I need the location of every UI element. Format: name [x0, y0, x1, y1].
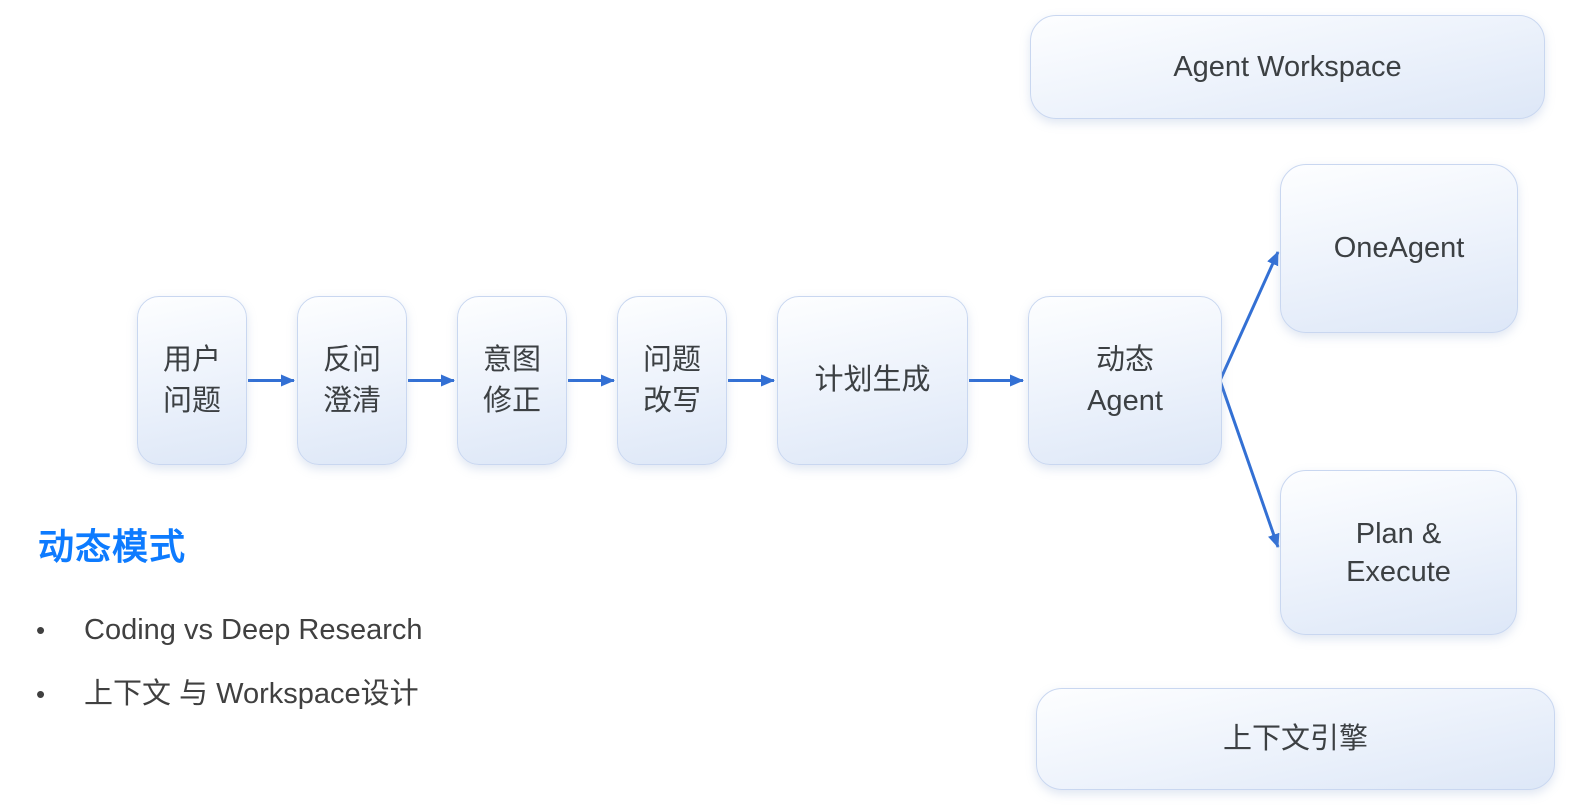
flow-node-intent-correction: 意图 修正 [457, 296, 567, 465]
bullet-item-context-workspace-design: • 上下文 与 Workspace设计 [36, 674, 419, 714]
flow-node-dynamic-agent: 动态 Agent [1028, 296, 1222, 465]
flow-node-question-rewrite: 问题 改写 [617, 296, 727, 465]
flow-node-user-question: 用户 问题 [137, 296, 247, 465]
flow-node-plan-generation: 计划生成 [777, 296, 968, 465]
flow-node-ask-back-clarify: 反问 澄清 [297, 296, 407, 465]
agent-workspace-box: Agent Workspace [1030, 15, 1545, 119]
branch-arrow-oneagent [1218, 251, 1280, 382]
bullet-item-coding-vs-deep-research: • Coding vs Deep Research [36, 610, 423, 650]
bullet-text: 上下文 与 Workspace设计 [84, 678, 419, 710]
context-engine-box: 上下文引擎 [1036, 688, 1555, 790]
plan-execute-box: Plan & Execute [1280, 470, 1517, 635]
oneagent-box: OneAgent [1280, 164, 1518, 333]
notes-heading-dynamic-mode: 动态模式 [38, 526, 187, 567]
bullet-text: Coding vs Deep Research [84, 614, 423, 646]
branch-arrow-planexecute [1218, 380, 1280, 548]
bullet-dot-icon: • [36, 679, 46, 709]
bullet-dot-icon: • [36, 615, 46, 645]
